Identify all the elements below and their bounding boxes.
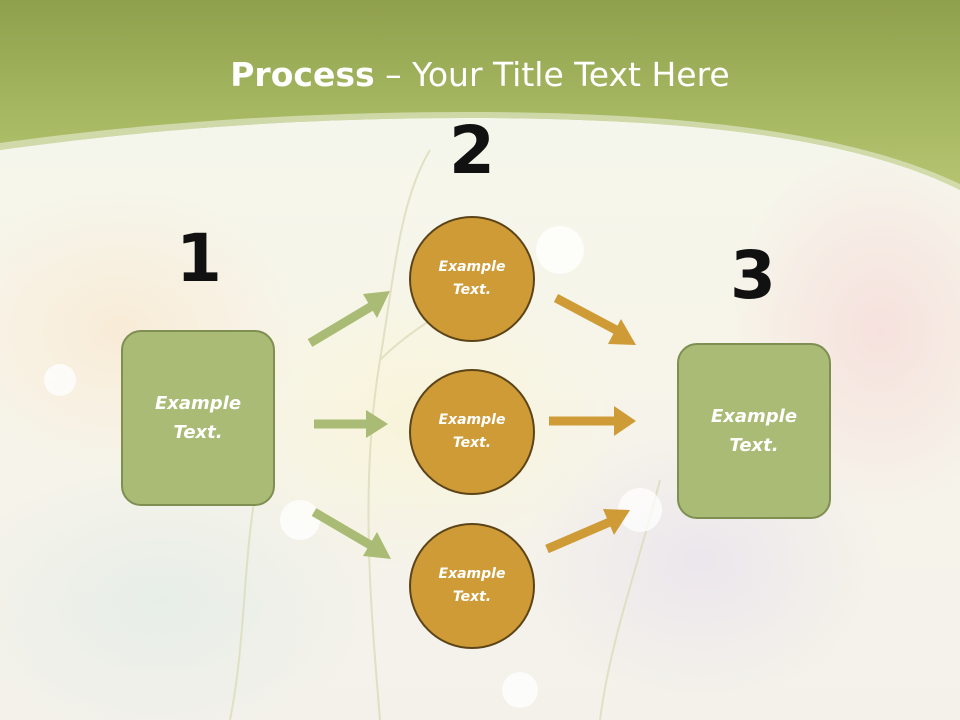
title-bold: Process (230, 55, 375, 94)
arrow-gold-right (549, 406, 636, 436)
step-3-label: Example Text. (710, 406, 798, 456)
step-number-3: 3 (730, 237, 776, 314)
slide-title: Process – Your Title Text Here (0, 54, 960, 96)
step-3-box[interactable]: Example Text. (677, 343, 831, 519)
header-band (0, 0, 960, 190)
circle-label-middle: Example Text. (438, 412, 506, 451)
circle-label-bottom: Example Text. (438, 566, 506, 605)
step-2-circle-top[interactable]: Example Text. (409, 216, 535, 342)
arrow-green-up (307, 291, 390, 347)
arrow-gold-up (545, 509, 630, 554)
arrow-green-right (314, 410, 388, 438)
step-1-box[interactable]: Example Text. (121, 330, 275, 506)
step-number-1: 1 (176, 220, 222, 297)
step-2-circle-bottom[interactable]: Example Text. (409, 523, 535, 649)
arrow-gold-down (553, 294, 636, 345)
arrow-green-down (311, 508, 391, 559)
step-2-circle-middle[interactable]: Example Text. (409, 369, 535, 495)
step-1-label: Example Text. (154, 393, 242, 443)
title-rest: – Your Title Text Here (374, 55, 730, 94)
step-number-2: 2 (449, 112, 495, 189)
circle-label-top: Example Text. (438, 259, 506, 298)
